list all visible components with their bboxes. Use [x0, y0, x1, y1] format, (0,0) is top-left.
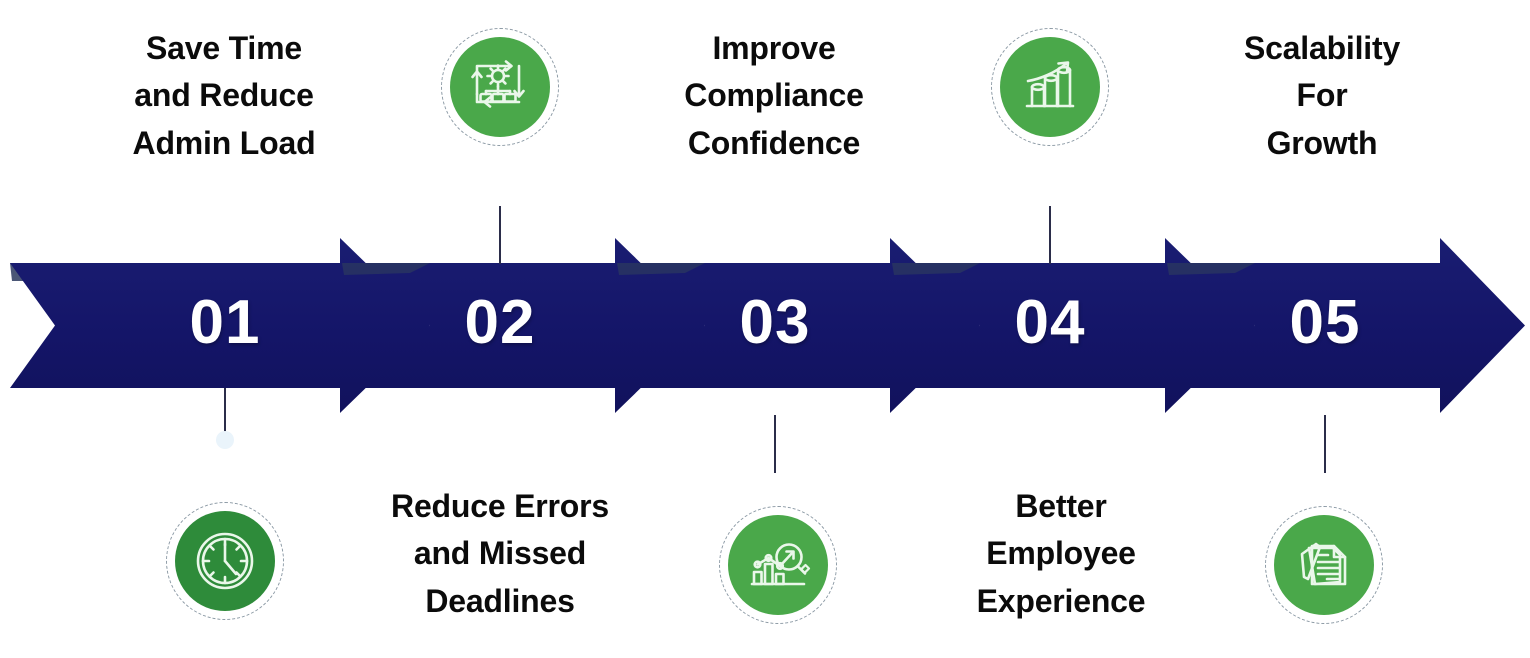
step-label-02: Reduce Errors and Missed Deadlines — [391, 488, 609, 619]
documents-stack-icon — [1274, 515, 1374, 615]
clock-icon — [175, 511, 275, 611]
dashed-ring — [441, 28, 559, 146]
process-arrow-band — [0, 233, 1530, 418]
arrow-segment-3 — [615, 238, 980, 413]
arrow-segment-4 — [890, 238, 1255, 413]
connector-line-01 — [224, 388, 226, 446]
icon-badge-clock — [166, 502, 284, 620]
step-number-04: 04 — [1014, 288, 1086, 357]
step-label-04: Better Employee Experience — [976, 488, 1146, 619]
dashed-ring — [991, 28, 1109, 146]
step-number-03: 03 — [739, 288, 811, 357]
connector-line-03 — [774, 415, 776, 473]
arrow-segment-1 — [10, 238, 430, 413]
dashed-ring — [1265, 506, 1383, 624]
connector-line-02 — [499, 206, 501, 264]
step-label-05: Scalability For Growth — [1243, 30, 1401, 161]
step-label-01: Save Time and Reduce Admin Load — [132, 30, 316, 161]
connector-dot-01 — [216, 431, 234, 449]
connector-line-04 — [1049, 206, 1051, 264]
icon-badge-data-analysis — [719, 506, 837, 624]
workflow-automation-icon — [450, 37, 550, 137]
arrow-segment-2 — [340, 238, 705, 413]
dashed-ring — [719, 506, 837, 624]
step-number-02: 02 — [464, 288, 536, 357]
step-label-03: Improve Compliance Confidence — [684, 30, 864, 161]
icon-badge-growth-chart — [991, 28, 1109, 146]
step-number-01: 01 — [189, 288, 261, 357]
icon-badge-documents — [1265, 506, 1383, 624]
data-analysis-magnifier-icon — [728, 515, 828, 615]
growth-bar-chart-icon — [1000, 37, 1100, 137]
icon-badge-workflow-automation — [441, 28, 559, 146]
dashed-ring — [166, 502, 284, 620]
arrow-segment-5 — [1165, 238, 1525, 413]
connector-line-05 — [1324, 415, 1326, 473]
step-number-05: 05 — [1289, 288, 1361, 357]
